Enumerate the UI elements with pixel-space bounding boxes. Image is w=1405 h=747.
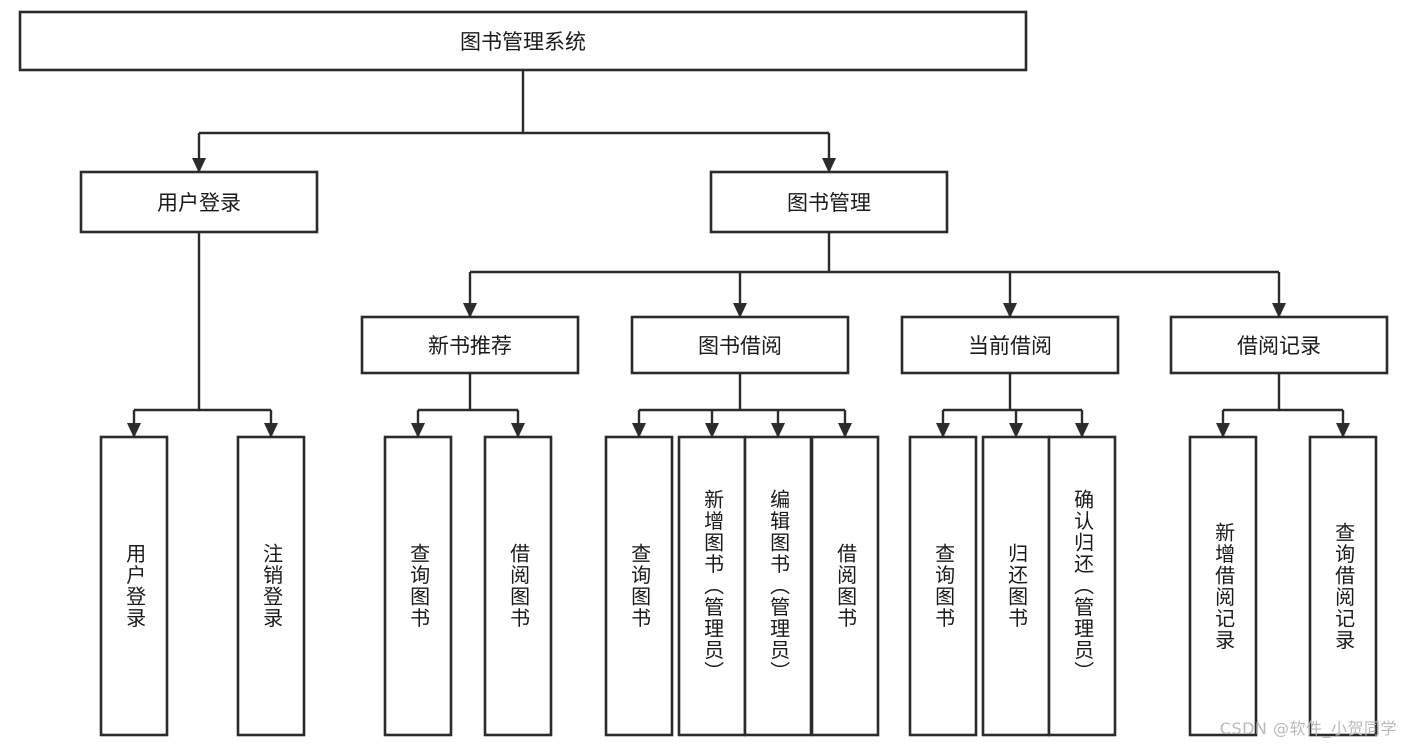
connectors-layer xyxy=(127,70,1350,438)
leaf-box-12[interactable] xyxy=(1308,435,1378,737)
arrow-head-查询借阅记录-1 xyxy=(1336,423,1350,438)
leaf-box-7[interactable] xyxy=(810,435,880,737)
arrow-head-新增图书管理员-1 xyxy=(705,423,719,438)
level3-box-2[interactable] xyxy=(900,315,1120,375)
leaf-box-1[interactable] xyxy=(236,435,306,737)
arrow-head-新书推荐-0 xyxy=(463,303,477,318)
arrow-head-编辑图书管理员-2 xyxy=(771,423,785,438)
arrow-head-用户登录-0 xyxy=(127,423,141,438)
level3-label-0: 新书推荐 xyxy=(428,334,512,358)
leaf-box-0[interactable] xyxy=(99,435,169,737)
leaf-box-6[interactable] xyxy=(743,435,813,737)
leaf-box-2[interactable] xyxy=(383,435,453,737)
level2-label-1: 图书管理 xyxy=(787,191,871,215)
leaf-box-9[interactable] xyxy=(981,435,1051,737)
root-label-0: 图书管理系统 xyxy=(460,30,586,54)
root-box-0[interactable] xyxy=(18,10,1028,72)
arrow-head-注销登录-1 xyxy=(264,423,278,438)
arrow-head-归还图书-1 xyxy=(1009,423,1023,438)
level2-box-1[interactable] xyxy=(709,170,949,234)
leaf-box-10[interactable] xyxy=(1047,435,1117,737)
arrow-head-借阅记录-3 xyxy=(1272,303,1286,318)
arrow-head-图书借阅-1 xyxy=(733,303,747,318)
leaf-box-3[interactable] xyxy=(483,435,553,737)
level3-box-0[interactable] xyxy=(360,315,580,375)
arrow-head-当前借阅-2 xyxy=(1003,303,1017,318)
level2-label-0: 用户登录 xyxy=(157,191,241,215)
watermark-text: CSDN @软件_小贺同学 xyxy=(1219,719,1397,738)
arrow-head-查询图书-0 xyxy=(936,423,950,438)
level3-label-1: 图书借阅 xyxy=(698,334,782,358)
arrow-head-借阅图书-3 xyxy=(838,423,852,438)
level3-box-1[interactable] xyxy=(630,315,850,375)
arrow-head-新增借阅记录-0 xyxy=(1216,423,1230,438)
arrow-head-确认归还管理员-2 xyxy=(1075,423,1089,438)
arrow-head-查询图书-0 xyxy=(632,423,646,438)
level3-label-2: 当前借阅 xyxy=(968,334,1052,358)
level3-box-3[interactable] xyxy=(1169,315,1389,375)
level3-label-3: 借阅记录 xyxy=(1237,334,1321,358)
arrow-head-用户登录-0 xyxy=(192,158,206,173)
arrow-head-图书管理-1 xyxy=(822,158,836,173)
leaf-box-11[interactable] xyxy=(1188,435,1258,737)
arrow-head-借阅图书-1 xyxy=(511,423,525,438)
arrow-head-查询图书-0 xyxy=(411,423,425,438)
leaf-box-8[interactable] xyxy=(908,435,978,737)
leaf-box-5[interactable] xyxy=(677,435,747,737)
leaf-box-4[interactable] xyxy=(604,435,674,737)
level2-box-0[interactable] xyxy=(79,170,319,234)
boxes-layer xyxy=(18,10,1389,737)
